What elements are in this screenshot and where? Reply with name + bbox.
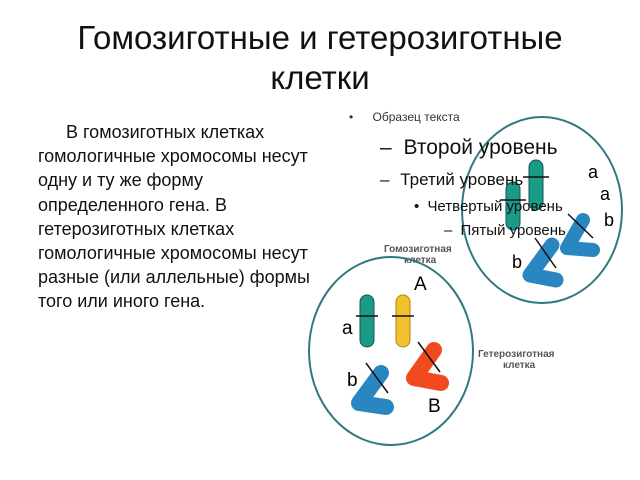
hetero-label-B: B [428, 396, 441, 417]
heterozygous-cell [308, 256, 474, 446]
body-paragraph: В гомозиготных клетках гомологичные хром… [38, 122, 310, 312]
homo-label-b2: b [604, 210, 614, 230]
placeholder-level-3: – Третий уровень [380, 170, 523, 190]
dash-icon: – [380, 136, 392, 159]
placeholder-level-4: • Четвертый уровень [414, 198, 563, 215]
chromosome-green [359, 294, 375, 348]
level-1-text: Образец текста [372, 110, 460, 124]
level-5-text: Пятый уровень [460, 222, 566, 239]
chromosome-green-2 [528, 159, 544, 211]
chromosome-blue-2 [560, 213, 600, 257]
placeholder-level-1: • Образец текста [349, 110, 460, 124]
homo-cell-label-2: клетка [404, 255, 437, 266]
homozygous-cell [461, 116, 623, 304]
chromosome-yellow [395, 294, 411, 348]
dash-icon: – [444, 222, 453, 239]
dash-icon: – [380, 170, 390, 189]
placeholder-level-5: – Пятый уровень [444, 222, 566, 239]
hetero-label-A: A [414, 274, 427, 295]
hetero-cell-label-2: клетка [503, 360, 536, 371]
homo-label-b1: b [512, 252, 522, 272]
level-4-text: Четвертый уровень [427, 198, 563, 215]
title-line-2: клетки [270, 59, 370, 96]
level-3-text: Третий уровень [400, 170, 524, 189]
slide-title: Гомозиготные и гетерозиготные клетки [0, 18, 640, 98]
bullet-icon: • [349, 110, 354, 124]
bullet-icon: • [414, 198, 420, 215]
hetero-cell-label-1: Гетерозиготная [478, 349, 555, 360]
chromosome-green-1 [505, 181, 521, 231]
level-2-text: Второй уровень [403, 136, 558, 159]
homo-label-a1: a [588, 162, 599, 182]
hetero-label-b: b [347, 370, 358, 391]
title-line-1: Гомозиготные и гетерозиготные [77, 19, 563, 56]
chromosome-red [406, 342, 449, 391]
chromosome-blue-1 [522, 237, 564, 288]
placeholder-level-2: – Второй уровень [380, 136, 558, 160]
hetero-label-a: a [342, 318, 353, 339]
homo-cell-label-1: Гомозиготная [384, 244, 452, 255]
chromosome-blue [351, 365, 394, 415]
homo-label-a2: a [600, 184, 611, 204]
